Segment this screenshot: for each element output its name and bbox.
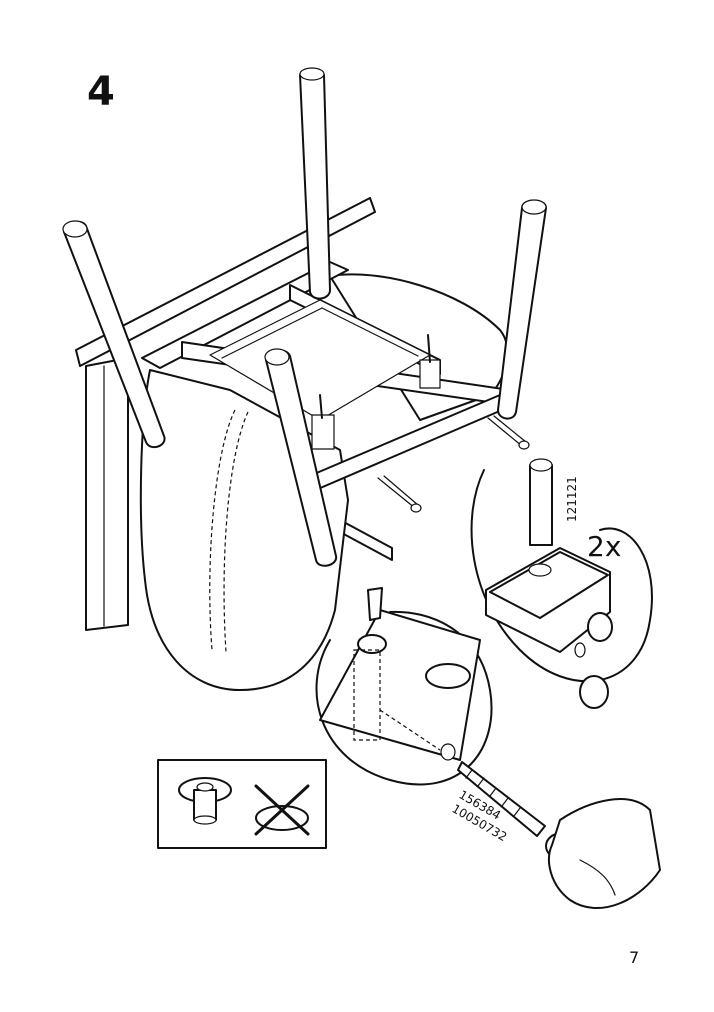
washer-inset-box xyxy=(157,759,327,849)
table-illustration xyxy=(75,197,393,631)
screw-and-hand-illustration xyxy=(457,761,661,910)
seat-frame-illustration xyxy=(141,261,511,496)
screws-illustration xyxy=(377,415,530,513)
page-number: 7 xyxy=(629,948,640,967)
dowel-part-number: 121121 xyxy=(565,476,579,522)
quantity-label: 2x xyxy=(587,530,621,563)
dowel-detail-circle xyxy=(470,458,653,709)
hole-detail-circle xyxy=(315,587,493,786)
chair-legs-illustration xyxy=(62,67,547,567)
step-number: 4 xyxy=(87,69,115,115)
